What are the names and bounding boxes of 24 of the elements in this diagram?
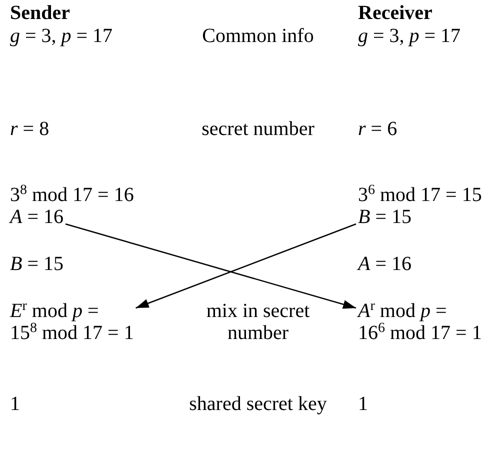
formula-text: 15$^{8}$ mod 17 = 1 xyxy=(10,322,134,344)
column-heading: Receiver xyxy=(358,2,432,24)
row-label: secret number xyxy=(202,118,314,140)
key-value: 1 xyxy=(10,393,20,415)
formula-text: r = 6 xyxy=(358,118,398,140)
formula-text: B = 15 xyxy=(10,253,64,275)
formula-text: g = 3, p = 17 xyxy=(10,25,113,47)
formula-text: g = 3, p = 17 xyxy=(358,25,461,47)
formula-text: A$^{r}$ mod p = xyxy=(358,300,447,322)
key-value: 1 xyxy=(358,393,368,415)
formula-text: r = 8 xyxy=(10,118,50,140)
row-label: mix in secret number xyxy=(205,300,311,344)
formula-text: B = 15 xyxy=(358,206,412,228)
formula-text: 3$^{6}$ mod 17 = 15 xyxy=(358,184,482,206)
row-label: shared secret key xyxy=(189,393,327,415)
formula-text: 3$^{8}$ mod 17 = 16 xyxy=(10,184,134,206)
formula-text: 16$^{6}$ mod 17 = 1 xyxy=(358,322,482,344)
column-heading: Sender xyxy=(10,2,70,24)
row-label: Common info xyxy=(202,25,314,47)
formula-text: A = 16 xyxy=(10,206,64,228)
arrow xyxy=(136,223,356,309)
formula-text: E$^{r}$ mod p = xyxy=(10,300,99,322)
arrow xyxy=(65,223,356,309)
formula-text: A = 16 xyxy=(358,253,412,275)
